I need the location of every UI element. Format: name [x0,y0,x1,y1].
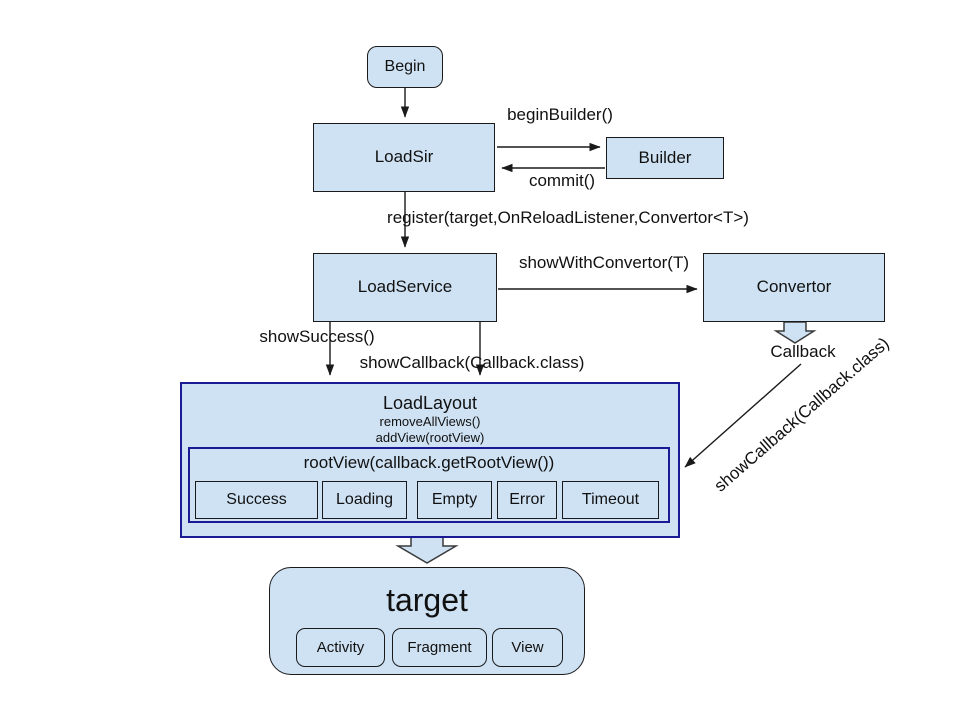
target-item-fragment: Fragment [392,628,487,667]
callback-success: Success [195,481,318,519]
label-showwithconvertor: showWithConvertor(T) [518,253,690,272]
label-beginbuilder: beginBuilder() [507,105,613,124]
node-begin: Begin [367,46,443,88]
target-item-view: View [492,628,563,667]
callback-empty: Empty [417,481,492,519]
callback-timeout: Timeout [562,481,659,519]
node-loadlayout: LoadLayout removeAllViews() addView(root… [180,382,680,538]
label-register: register(target,OnReloadListener,Convert… [387,208,749,227]
label-commit: commit() [528,171,596,190]
callback-loading: Loading [322,481,407,519]
node-loadservice: LoadService [313,253,497,322]
target-item-activity: Activity [296,628,385,667]
label-showsuccess: showSuccess() [259,327,375,346]
label-callback: Callback [770,342,836,361]
rootview-title: rootView(callback.getRootView()) [303,453,555,472]
node-rootview: rootView(callback.getRootView()) Success… [188,447,670,523]
loadlayout-method-addview: addView(rootView) [375,430,485,445]
loadlayout-method-removeallviews: removeAllViews() [379,414,481,429]
callback-error: Error [497,481,557,519]
target-title: target [386,582,468,618]
node-convertor: Convertor [703,253,885,322]
block-arrow-convertor-down [773,321,817,344]
node-target: target Activity Fragment View [269,567,585,675]
label-showcallback: showCallback(Callback.class) [359,353,585,372]
loadlayout-title: LoadLayout [382,393,478,413]
node-loadsir: LoadSir [313,123,495,192]
node-builder: Builder [606,137,724,179]
